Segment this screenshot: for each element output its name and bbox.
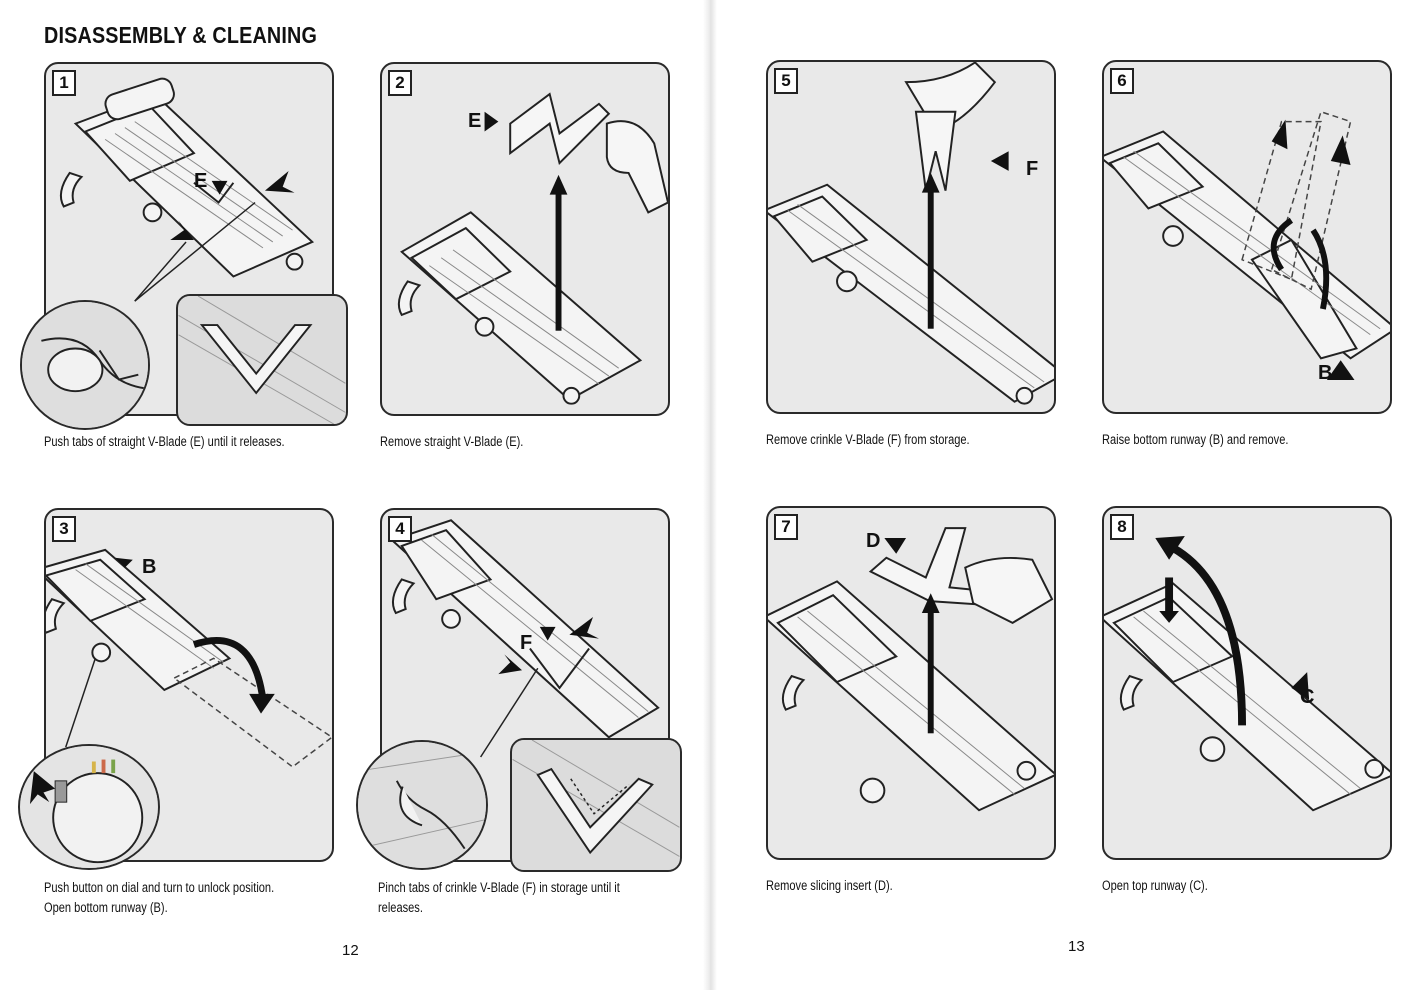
step-5-illustration: 5 F bbox=[766, 60, 1056, 414]
mandoline-slicer-illustration bbox=[768, 527, 1054, 812]
step-6-caption-line-1: Raise bottom runway (B) and remove. bbox=[1102, 432, 1289, 447]
callout-d: D bbox=[866, 530, 881, 552]
step-2-caption: Remove straight V-Blade (E). bbox=[380, 432, 523, 452]
step-4-caption: Pinch tabs of crinkle V-Blade (F) in sto… bbox=[378, 878, 620, 918]
zoom-dial-detail bbox=[18, 744, 160, 870]
step-4-number: 4 bbox=[388, 516, 412, 542]
step-3-caption: Push button on dial and turn to unlock p… bbox=[44, 878, 274, 918]
step-3-number: 3 bbox=[52, 516, 76, 542]
step-3-caption-line-1: Push button on dial and turn to unlock p… bbox=[44, 880, 275, 895]
step-7-number: 7 bbox=[774, 514, 798, 540]
mandoline-slicer-illustration bbox=[1104, 536, 1390, 812]
step-1-caption: Push tabs of straight V-Blade (E) until … bbox=[44, 432, 285, 452]
callout-b: B bbox=[142, 556, 157, 578]
zoom-detail-left bbox=[20, 300, 150, 430]
step-2-number: 2 bbox=[388, 70, 412, 96]
step-5-caption: Remove crinkle V-Blade (F) from storage. bbox=[766, 430, 970, 450]
step-1-caption-line-1: Push tabs of straight V-Blade (E) until … bbox=[44, 434, 285, 449]
mandoline-slicer-illustration bbox=[768, 62, 1054, 405]
zoom-detail-right bbox=[510, 738, 682, 872]
callout-e: E bbox=[194, 170, 208, 192]
step-3-caption-line-2: Open bottom runway (B). bbox=[44, 900, 168, 915]
step-2-caption-line-1: Remove straight V-Blade (E). bbox=[380, 434, 524, 449]
callout-f: F bbox=[1026, 158, 1039, 180]
callout-f: F bbox=[520, 632, 533, 654]
mandoline-slicer-illustration bbox=[389, 519, 660, 758]
page-gutter bbox=[703, 0, 717, 990]
step-2-illustration: 2 E bbox=[380, 62, 670, 416]
step-4-caption-line-1: Pinch tabs of crinkle V-Blade (F) in sto… bbox=[378, 880, 620, 895]
step-7-illustration: 7 D bbox=[766, 506, 1056, 860]
zoom-detail-right bbox=[176, 294, 348, 426]
step-4-caption-line-2: releases. bbox=[378, 900, 423, 915]
step-6-illustration: 6 B bbox=[1102, 60, 1392, 414]
step-6-number: 6 bbox=[1110, 68, 1134, 94]
section-title: DISASSEMBLY & CLEANING bbox=[44, 22, 318, 48]
step-8-caption: Open top runway (C). bbox=[1102, 876, 1208, 896]
page-number-left: 12 bbox=[342, 942, 359, 959]
step-5-number: 5 bbox=[774, 68, 798, 94]
mandoline-slicer-illustration bbox=[59, 77, 315, 302]
zoom-detail-left bbox=[356, 740, 488, 870]
step-8-illustration: 8 C bbox=[1102, 506, 1392, 860]
step-8-caption-line-1: Open top runway (C). bbox=[1102, 878, 1208, 893]
step-6-caption: Raise bottom runway (B) and remove. bbox=[1102, 430, 1288, 450]
step-1-number: 1 bbox=[52, 70, 76, 96]
step-7-caption: Remove slicing insert (D). bbox=[766, 876, 893, 896]
step-7-caption-line-1: Remove slicing insert (D). bbox=[766, 878, 893, 893]
mandoline-slicer-illustration bbox=[46, 548, 332, 768]
step-5-caption-line-1: Remove crinkle V-Blade (F) from storage. bbox=[766, 432, 970, 447]
callout-e: E bbox=[468, 110, 482, 132]
callout-b: B bbox=[1318, 362, 1333, 384]
page-number-right: 13 bbox=[1068, 938, 1085, 955]
step-8-number: 8 bbox=[1110, 514, 1134, 540]
mandoline-slicer-illustration bbox=[397, 92, 668, 405]
callout-c: C bbox=[1300, 686, 1315, 708]
mandoline-slicer-illustration bbox=[1104, 110, 1390, 380]
